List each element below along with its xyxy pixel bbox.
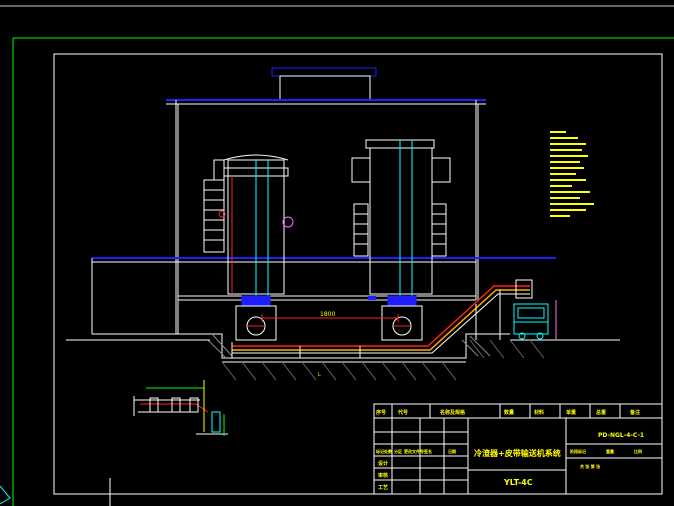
revision-header-cell: 更改文件号	[404, 448, 424, 454]
drawing-frame	[53, 53, 663, 495]
boiler-right	[351, 139, 451, 300]
conveyor-pit	[66, 333, 620, 363]
header-cell: 备注	[629, 409, 640, 416]
dimension-line	[261, 314, 399, 322]
boiler-left	[203, 154, 294, 300]
dimension-small-label: L	[318, 372, 321, 378]
header-cell: 单重	[566, 409, 576, 416]
belt-conveyor	[231, 279, 557, 358]
weight-label: 重量	[606, 448, 614, 454]
slag-cooler-right	[381, 295, 423, 341]
revision-header-cell: 处数	[383, 448, 392, 454]
revision-header-cell: 日期	[448, 448, 456, 454]
drawing-code: YLT-4C	[503, 478, 533, 487]
role-label: 工艺	[378, 484, 388, 491]
notes-block	[550, 131, 594, 217]
revision-header-cell: 标记	[375, 448, 384, 454]
revision-header-cell: 签名	[423, 448, 432, 454]
header-cell: 材料	[534, 409, 544, 416]
scale-label: 比例	[634, 448, 642, 454]
title-block	[373, 403, 663, 495]
role-label: 设计	[378, 460, 388, 467]
sheet-border	[0, 5, 674, 506]
boiler-building	[91, 67, 556, 335]
revision-header-cell: 分区	[394, 448, 402, 454]
header-cell: 代号	[397, 409, 408, 416]
title-block-text: 序号 代号 名称及规格 数量 材料 单重 总重 备注标记处数分区更改文件号签名 日期设计审核工艺	[375, 409, 640, 491]
slag-cooler-left	[235, 295, 277, 341]
blue-hopper-mark	[368, 296, 376, 300]
header-cell: 总重	[596, 409, 606, 416]
truck	[513, 303, 549, 340]
ground-hatching	[221, 339, 545, 381]
header-cell: 名称及规格	[440, 409, 466, 416]
sheet-label: 共 张 第 张	[580, 463, 601, 469]
header-cell: 数量	[504, 409, 514, 416]
stage-label: 阶段标记	[570, 448, 586, 454]
inset-conveyor-view	[133, 380, 228, 436]
drawing-number: PD-NGL-4-C-1	[598, 432, 644, 439]
header-cell: 序号	[375, 409, 386, 416]
role-label: 审核	[378, 472, 388, 479]
system-title: 冷渣器+皮带输送机系统	[474, 448, 561, 458]
dimension-main-label: 1800	[320, 311, 335, 318]
